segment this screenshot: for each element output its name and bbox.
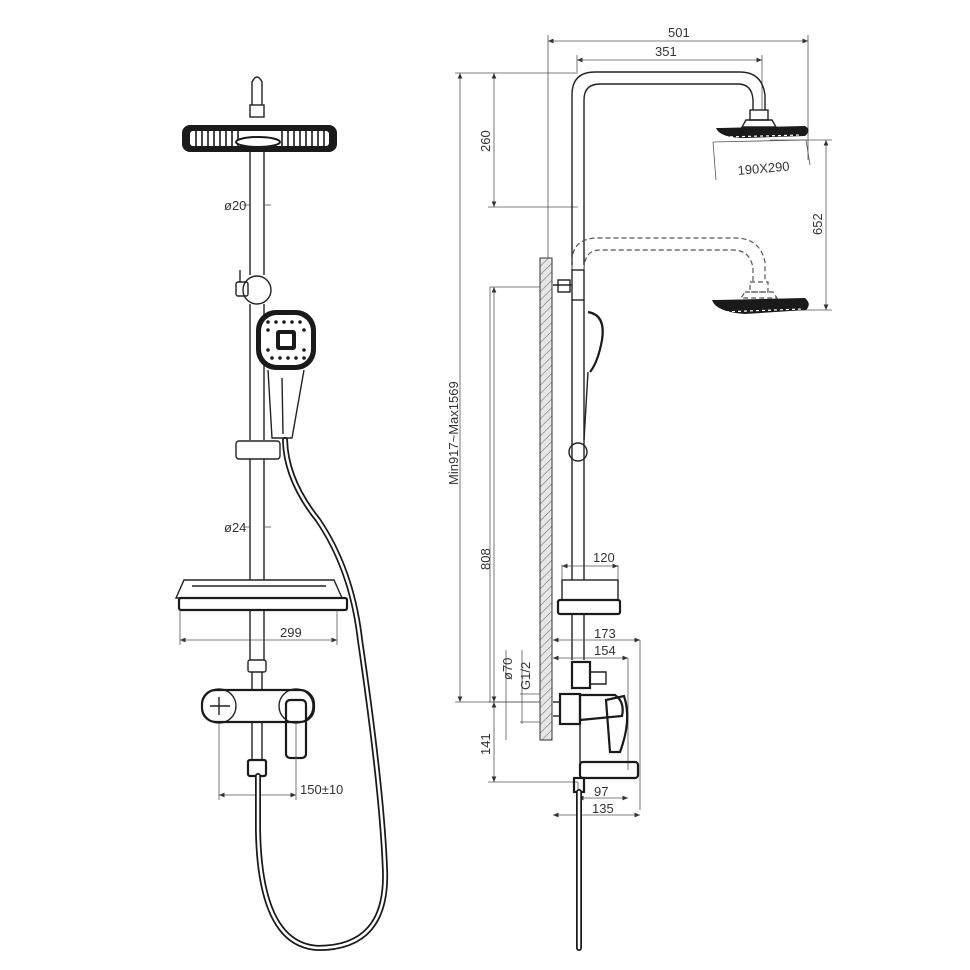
rod-top-cap [251, 76, 263, 105]
dim-depth-173: 173 [594, 626, 616, 641]
dim-arm-height: 260 [478, 130, 493, 152]
hand-shower-front [256, 310, 316, 439]
shelf-side [556, 579, 622, 616]
shower-arm-lower-dashed [571, 237, 809, 314]
hand-shower-slider [235, 440, 281, 460]
dim-rod-lower: ø24 [224, 520, 246, 535]
dim-width-total: 501 [668, 25, 690, 40]
slider-knob-side [568, 442, 588, 462]
dim-rod-upper: ø20 [224, 198, 246, 213]
dim-width-arm: 351 [655, 44, 677, 59]
dim-inlet-spacing: 150±10 [300, 782, 343, 797]
rod-clamp-upper [235, 270, 272, 305]
overhead-shower-head-front [182, 125, 337, 152]
dim-thread: G1/2 [518, 662, 533, 690]
dim-depth-154: 154 [594, 643, 616, 658]
dim-height-adjust: 652 [810, 213, 825, 235]
dim-depth-135: 135 [592, 801, 614, 816]
hand-shower-side [587, 310, 604, 373]
side-view: 501 351 260 Min917~Max1569 190X290 [446, 25, 832, 951]
shelf-front [174, 579, 349, 612]
diverter-side [570, 660, 607, 690]
shower-arm-upper [571, 71, 766, 265]
dim-depth-97: 97 [594, 784, 608, 799]
wall-bracket-side [490, 269, 585, 301]
dim-dia-70: ø70 [500, 658, 515, 680]
shower-hose [255, 437, 389, 952]
dim-height-808: 808 [478, 548, 493, 570]
arm-connector [249, 104, 265, 118]
front-view: ø20 [174, 76, 389, 952]
mixer-valve-side [553, 692, 640, 780]
dim-head-size: 190X290 [737, 159, 790, 178]
dim-shelf-width: 299 [280, 625, 302, 640]
overhead-shower-head-side [716, 109, 809, 138]
wall-section [539, 257, 553, 741]
dim-shelf-depth: 120 [593, 550, 615, 565]
dim-height-141: 141 [478, 733, 493, 755]
dim-height-range: Min917~Max1569 [446, 381, 461, 485]
